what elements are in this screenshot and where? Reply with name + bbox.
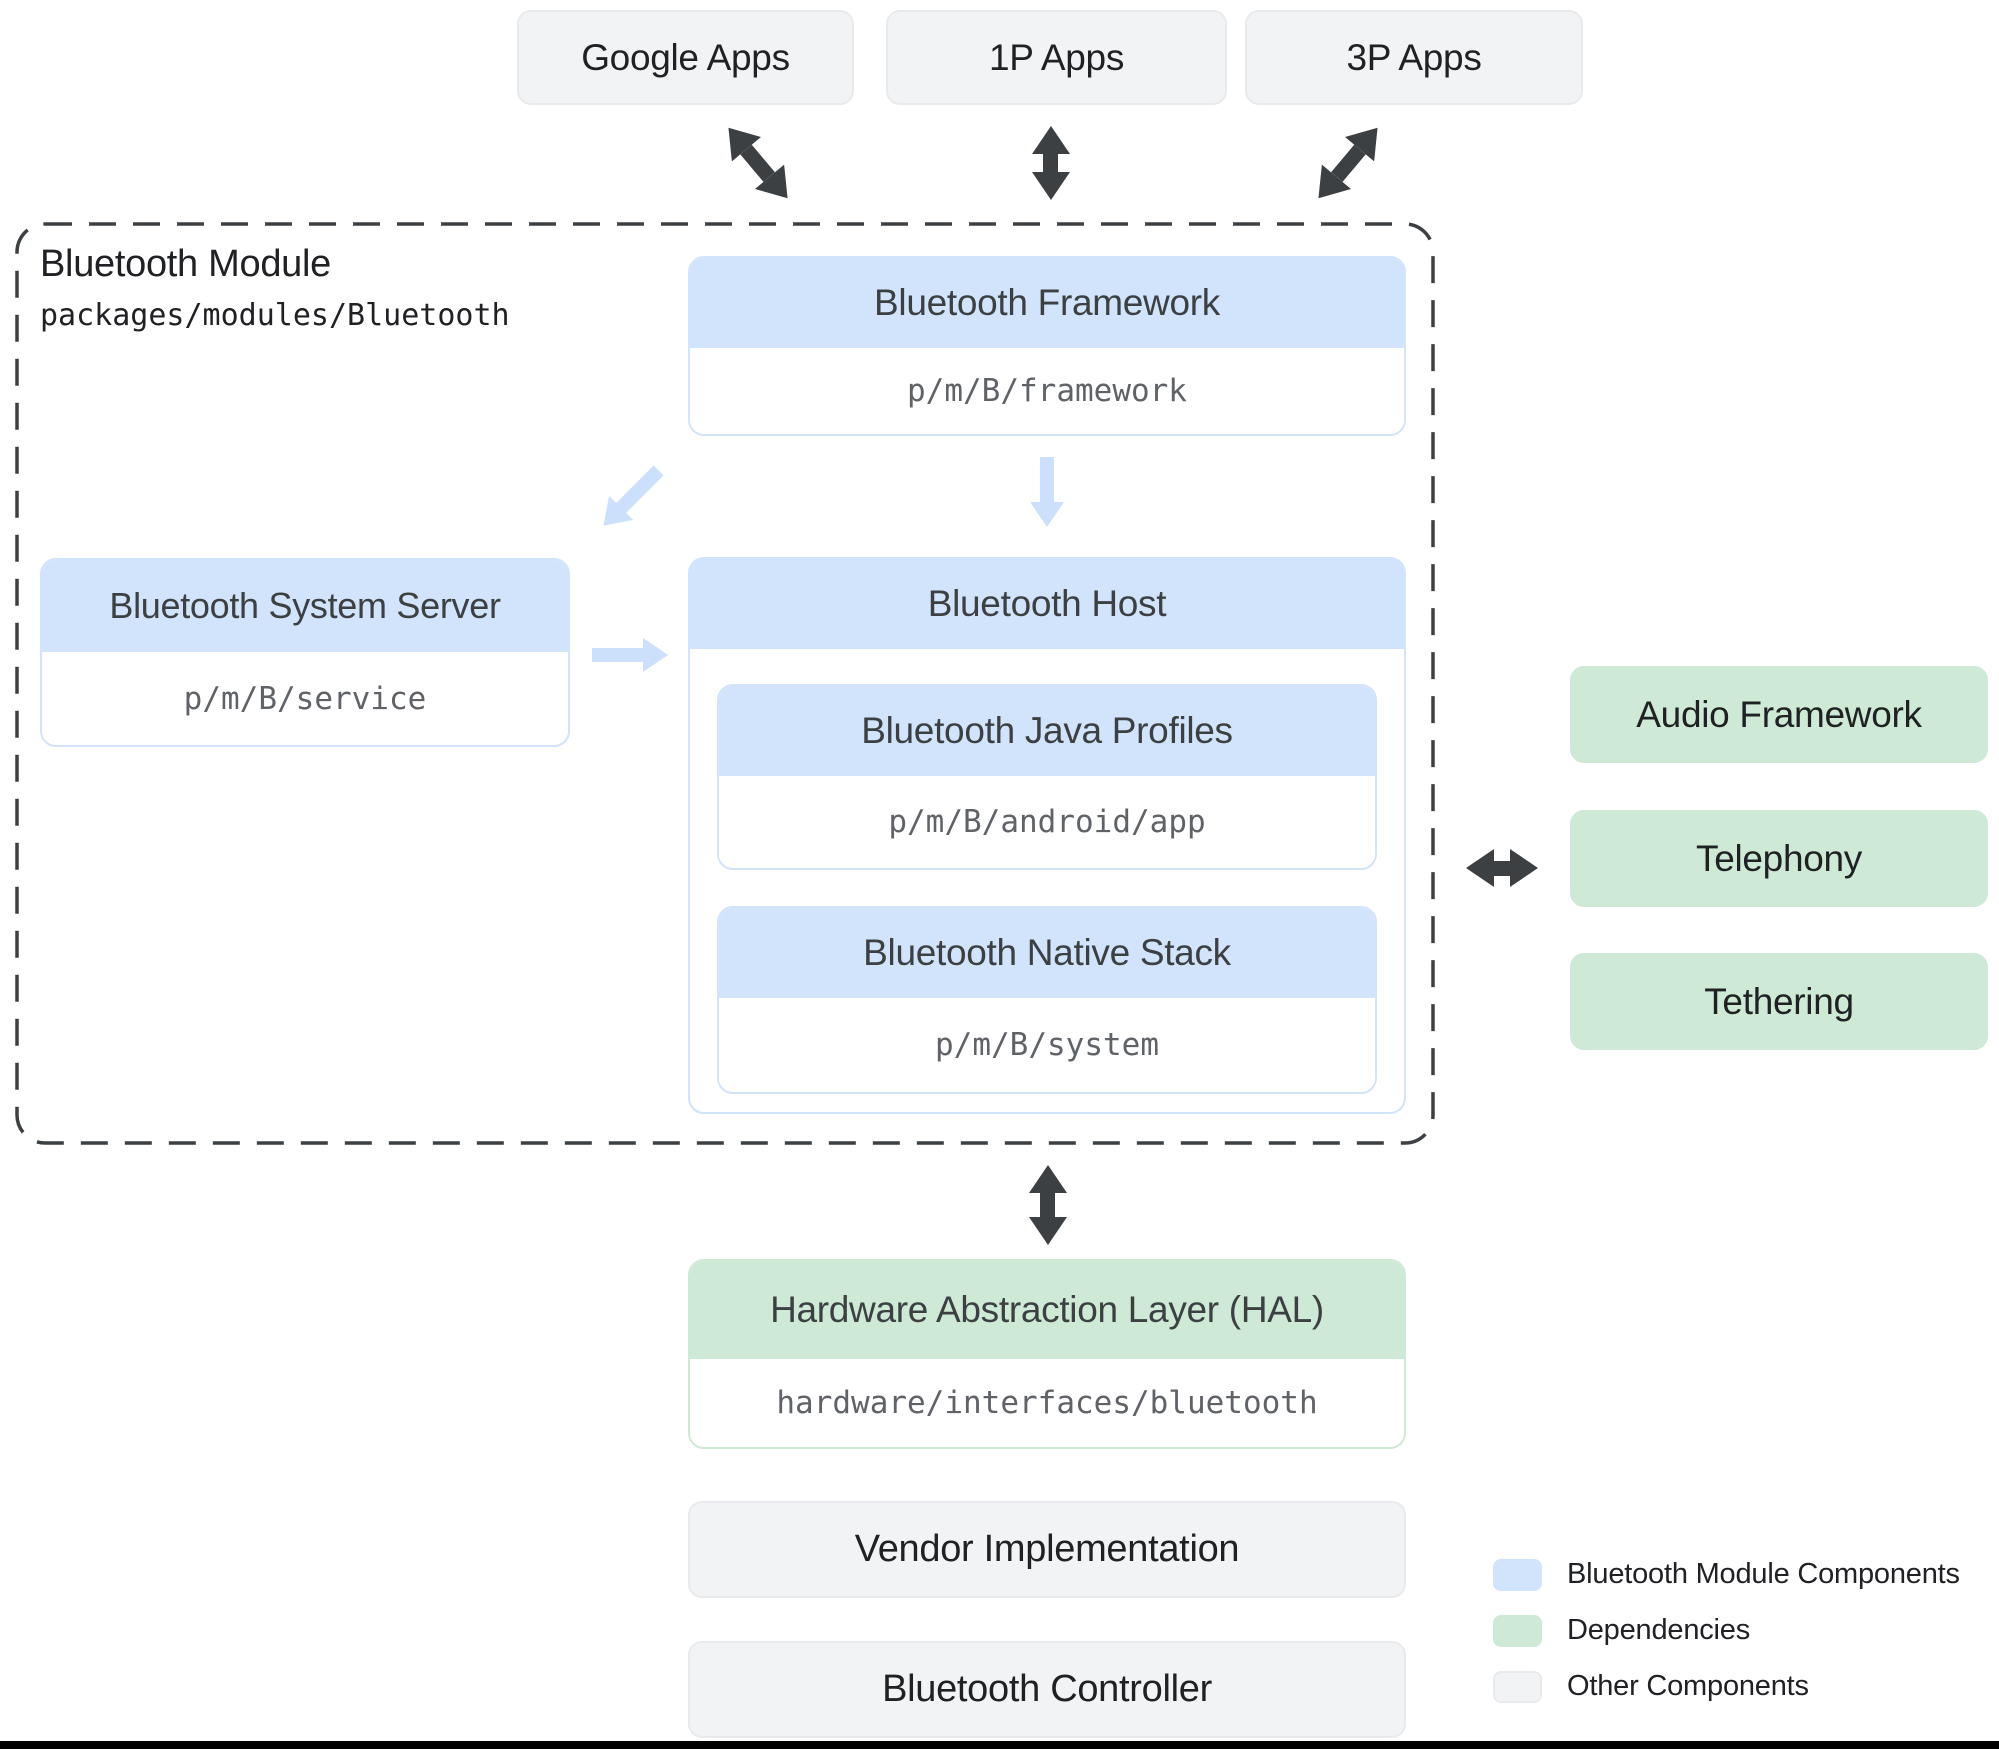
arrow-shaft [1494,860,1510,876]
framework-host-arrow-icon [1030,457,1064,527]
arrow-head-icon [1032,172,1070,200]
hal-box: Hardware Abstraction Layer (HAL) hardwar… [688,1259,1406,1449]
arrow-head-icon [1466,849,1494,887]
google-apps-label: Google Apps [581,36,790,78]
bluetooth-framework-title: Bluetooth Framework [690,258,1404,348]
bluetooth-controller-box: Bluetooth Controller [688,1641,1406,1738]
tethering-box: Tethering [1570,953,1988,1050]
audio-framework-box: Audio Framework [1570,666,1988,763]
3p-apps-module-arrow-icon [1303,115,1393,211]
arrow-head-icon [1510,849,1538,887]
module-dependencies-arrow-icon [1466,848,1538,888]
google-apps-box: Google Apps [517,10,854,105]
legend-swatch-blue [1493,1558,1542,1591]
bluetooth-native-stack-box: Bluetooth Native Stack p/m/B/system [717,906,1377,1094]
telephony-label: Telephony [1696,837,1862,879]
bottom-edge-bar [0,1741,1999,1749]
bluetooth-host-title: Bluetooth Host [690,559,1404,649]
legend-row: Dependencies [1493,1614,1960,1647]
telephony-box: Telephony [1570,810,1988,907]
legend-row: Bluetooth Module Components [1493,1558,1960,1591]
1p-apps-label: 1P Apps [988,36,1125,78]
3p-apps-label: 3P Apps [1346,36,1482,78]
bluetooth-host-box: Bluetooth Host Bluetooth Java Profiles p… [688,557,1406,1114]
arrow-shaft [616,465,664,513]
bluetooth-java-profiles-box: Bluetooth Java Profiles p/m/B/android/ap… [717,684,1377,870]
legend-row: Other Components [1493,1670,1960,1703]
bluetooth-system-server-title: Bluetooth System Server [42,560,568,652]
arrow-shaft [592,648,643,662]
legend-label: Dependencies [1567,1614,1751,1646]
bluetooth-system-server-path: p/m/B/service [42,652,568,745]
system-server-host-arrow-icon [592,638,668,672]
arrow-shaft [1040,1193,1056,1217]
arrow-shaft [1040,457,1054,502]
arrow-head-icon [643,638,668,672]
google-apps-module-arrow-icon [713,115,803,211]
arrow-head-icon [1029,1217,1067,1245]
bluetooth-system-server-box: Bluetooth System Server p/m/B/service [40,558,570,747]
bluetooth-controller-label: Bluetooth Controller [882,1668,1212,1710]
1p-apps-module-arrow-icon [1031,126,1071,200]
arrow-head-icon [1029,1165,1067,1193]
module-path: packages/modules/Bluetooth [40,298,510,333]
legend-label: Bluetooth Module Components [1567,1558,1960,1590]
legend: Bluetooth Module Components Dependencies… [1493,1558,1960,1726]
audio-framework-label: Audio Framework [1636,693,1922,735]
bluetooth-framework-path: p/m/B/framework [690,348,1404,434]
bluetooth-java-profiles-path: p/m/B/android/app [719,776,1375,868]
bluetooth-native-stack-title: Bluetooth Native Stack [719,908,1375,998]
hal-title: Hardware Abstraction Layer (HAL) [690,1261,1404,1359]
bluetooth-framework-box: Bluetooth Framework p/m/B/framework [688,256,1406,436]
legend-swatch-gray [1493,1670,1542,1703]
arrow-head-icon [1030,502,1064,527]
1p-apps-box: 1P Apps [886,10,1227,105]
module-hal-arrow-icon [1028,1165,1068,1245]
tethering-label: Tethering [1704,980,1854,1022]
hal-path: hardware/interfaces/bluetooth [690,1359,1404,1447]
module-label-block: Bluetooth Module packages/modules/Blueto… [40,243,510,333]
arrow-head-icon [1032,126,1070,154]
bluetooth-java-profiles-title: Bluetooth Java Profiles [719,686,1375,776]
vendor-implementation-box: Vendor Implementation [688,1501,1406,1598]
3p-apps-box: 3P Apps [1245,10,1583,105]
vendor-implementation-label: Vendor Implementation [854,1528,1240,1570]
legend-label: Other Components [1567,1670,1809,1702]
legend-swatch-green [1493,1614,1542,1647]
module-title: Bluetooth Module [40,243,331,285]
framework-system-server-arrow-icon [591,458,670,538]
bluetooth-native-stack-path: p/m/B/system [719,998,1375,1092]
arrow-shaft [1043,154,1059,172]
